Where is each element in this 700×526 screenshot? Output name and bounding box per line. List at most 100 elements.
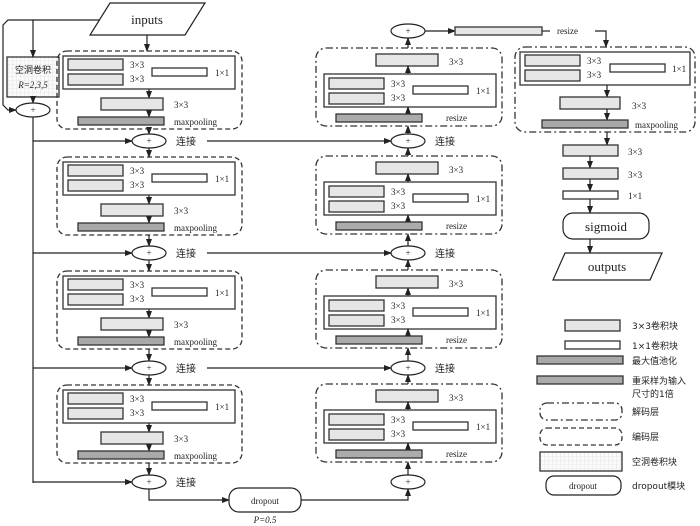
input-skip-loop — [2, 19, 33, 113]
conv1-block — [412, 421, 469, 431]
conv3-label: 3×3 — [449, 279, 464, 289]
conv3-block — [562, 144, 619, 157]
plus-symbol: + — [405, 26, 410, 36]
conv1-label: 1×1 — [476, 194, 490, 204]
concat-plus-dec-4: + — [390, 474, 426, 490]
conv3-label: 3×3 — [391, 201, 406, 211]
legend-encoder: 编码层 — [539, 427, 659, 446]
decoder-border — [315, 383, 503, 463]
conv3-block — [67, 392, 124, 405]
conv3-block — [67, 58, 124, 71]
conv3-block — [328, 314, 385, 327]
conv3-block — [328, 200, 385, 213]
outputs-node: outputs — [552, 252, 663, 281]
conv3-block — [375, 53, 439, 67]
conv3-label: 3×3 — [174, 100, 189, 110]
legend-label: 空洞卷积块 — [632, 456, 677, 468]
conv3-label: 3×3 — [130, 60, 145, 70]
conv3-label: 3×3 — [174, 320, 189, 330]
dilated-conv-rates: R=2,3,5 — [17, 80, 48, 90]
concat-label: 连接 — [435, 362, 455, 375]
conv3-block — [67, 407, 124, 420]
concat-label: 连接 — [176, 135, 196, 148]
sigmoid-label: sigmoid — [585, 219, 627, 234]
resize-label: resize — [446, 335, 467, 345]
legend-label: 编码层 — [632, 431, 659, 443]
conv3-label: 3×3 — [449, 165, 464, 175]
conv3-label: 3×3 — [391, 79, 406, 89]
conv3-label: 3×3 — [449, 393, 464, 403]
dropout-param: P=0.5 — [253, 515, 277, 525]
maxpool-label: maxpooling — [174, 337, 217, 347]
residual-plus: + — [15, 102, 51, 118]
svg-text:3×3: 3×3 — [632, 101, 647, 111]
legend-label: 解码层 — [632, 406, 659, 418]
inputs-node: inputs — [88, 2, 207, 36]
decoder-border — [315, 269, 503, 349]
conv3-block — [524, 54, 581, 67]
conv3-block — [100, 317, 164, 331]
concat-plus-enc-4: + — [131, 474, 167, 490]
conv1-block — [151, 67, 208, 77]
conv3-label: 3×3 — [391, 415, 406, 425]
svg-text:3×3: 3×3 — [587, 56, 602, 66]
concat-plus-dec-1: + — [390, 133, 426, 149]
resize-block — [335, 335, 423, 345]
conv3-block — [67, 293, 124, 306]
conv3-block — [100, 203, 164, 217]
conv3-block — [562, 167, 619, 180]
top-plus: + — [390, 23, 426, 39]
conv3-block — [328, 299, 385, 312]
to-dropout — [148, 489, 230, 503]
conv3-label: 3×3 — [130, 294, 145, 304]
legend-conv1: 1×1卷积块 — [564, 340, 678, 352]
conv3-label: 3×3 — [391, 187, 406, 197]
legend-label: dropout模块 — [632, 480, 685, 492]
concat-label: 连接 — [176, 362, 196, 375]
maxpool-label: maxpooling — [174, 451, 217, 461]
concat-plus-enc-1: + — [131, 133, 167, 149]
resize-bar — [454, 26, 543, 36]
conv3-label: 3×3 — [130, 166, 145, 176]
conv3-block — [67, 164, 124, 177]
svg-text:maxpooling: maxpooling — [635, 120, 678, 130]
conv3-label: 3×3 — [174, 206, 189, 216]
head-layer-label: 1×1 — [628, 191, 642, 201]
conv3-label: 3×3 — [130, 180, 145, 190]
svg-text:1×1: 1×1 — [672, 64, 686, 74]
conv3-label: 3×3 — [174, 434, 189, 444]
conv3-block — [375, 161, 439, 175]
legend-label: 重采样为输入 — [632, 375, 686, 387]
conv3-block — [559, 96, 621, 110]
conv1-block — [562, 190, 619, 200]
conv3-block — [375, 389, 439, 403]
conv3-label: 3×3 — [130, 74, 145, 84]
decoder-border — [315, 47, 503, 127]
concat-plus-enc-2: + — [131, 245, 167, 261]
conv3-block — [67, 278, 124, 291]
conv3-label: 3×3 — [391, 301, 406, 311]
conv3-block — [100, 431, 164, 445]
conv3-label: 3×3 — [130, 394, 145, 404]
conv3-block — [524, 69, 581, 82]
decoder-border — [315, 155, 503, 235]
dropout-to-dec — [301, 488, 411, 501]
conv3-label: 3×3 — [391, 93, 406, 103]
dropout-label: dropout — [251, 496, 279, 506]
maxpool-block — [77, 116, 165, 126]
conv1-label: 1×1 — [215, 174, 229, 184]
plus-symbol: + — [146, 477, 151, 487]
conv3-block — [67, 179, 124, 192]
maxpool-label: maxpooling — [174, 223, 217, 233]
dilated-conv-block: 空洞卷积 R=2,3,5 — [6, 56, 60, 98]
legend-dilated: 空洞卷积块 — [539, 451, 677, 472]
plus-symbol: + — [405, 136, 410, 146]
